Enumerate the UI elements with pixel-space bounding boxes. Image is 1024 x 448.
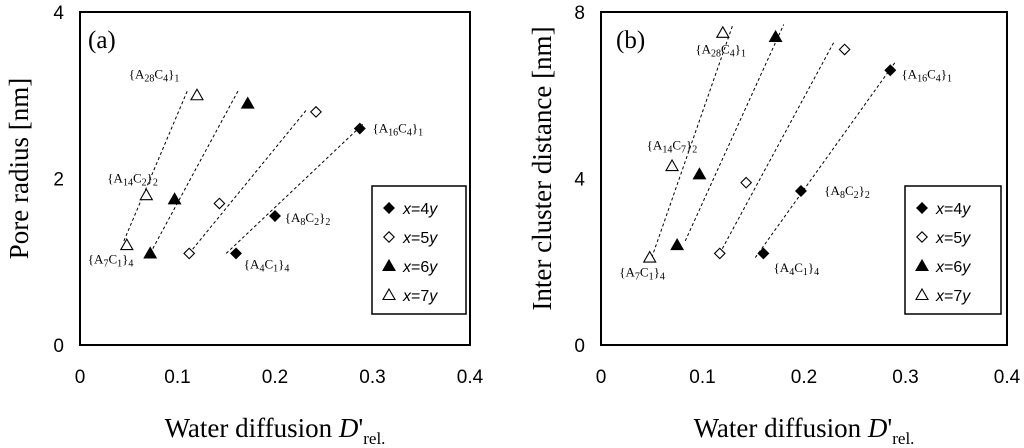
data-point [230,247,242,260]
point-annotation: {A8C2}2 [824,183,870,201]
point-annotation: {A16C4}1 [373,121,424,139]
plot-frame [79,11,471,346]
x-tick-label: 0.4 [457,367,484,388]
fit-line [149,90,239,254]
x-tick-label: 0.3 [359,367,385,388]
fit-line [123,90,188,242]
data-point [740,176,753,189]
data-point [353,122,366,135]
legend-label: x=6y [402,259,438,276]
fit-line [651,24,734,258]
x-axis-label: Water diffusion D'rel. [165,413,386,448]
x-tick-label: 0.2 [791,367,817,388]
data-point [183,247,196,260]
legend-marker [383,202,395,214]
data-point [240,96,255,109]
x-tick-label: 0.1 [164,367,190,388]
x-tick-label: 0 [75,367,86,388]
x-tick-label: 0.3 [892,367,918,388]
legend-label: x=6y [935,259,971,276]
legend-label: x=7y [935,288,971,305]
legend-marker [383,231,395,243]
legend-marker [916,202,928,214]
y-axis-label: Inter cluster distance [nm] [527,26,557,310]
fit-line [684,24,785,242]
data-point [190,88,204,101]
data-point [309,105,322,118]
data-point [139,188,154,201]
point-annotation: {A28C4}1 [695,42,746,60]
x-tick-label: 0 [596,367,607,388]
data-point [213,197,226,210]
point-annotation: {A7C1}4 [619,264,665,282]
legend-label: x=5y [402,230,438,247]
x-axis-label: Water diffusion D'rel. [694,413,915,448]
fit-line [719,40,835,254]
series-x-4y [225,122,366,260]
data-point [269,209,281,222]
data-point [838,43,851,56]
legend-marker [915,287,929,301]
data-point [642,250,657,263]
point-annotation: {A4C1}4 [774,260,820,278]
data-point [143,246,158,259]
y-tick-label: 0 [53,336,64,357]
x-tick-label: 0.2 [262,367,288,388]
legend-label: x=5y [935,230,971,247]
data-point [757,247,770,260]
point-annotation: {A14C2}2 [107,171,158,189]
data-point [713,247,726,260]
y-tick-label: 0 [574,336,585,357]
y-tick-label: 8 [574,3,585,24]
y-tick-label: 4 [574,170,585,191]
point-annotation: {A8C2}2 [285,210,331,228]
data-point [884,64,897,77]
legend-marker [382,258,396,272]
y-tick-label: 2 [53,170,64,191]
data-point [670,237,685,251]
data-point [665,158,679,172]
series-x-4y [754,61,897,260]
series-x-6y [670,24,785,251]
panel-label: (b) [616,27,645,54]
series-x-5y [183,105,322,260]
data-point [715,25,730,38]
data-point [768,29,783,43]
legend-marker [382,287,396,301]
legend-label: x=4y [935,201,971,218]
legend: x=4y x=5y x=6y x=7y [371,185,467,315]
legend-label: x=4y [402,201,438,218]
legend-label: x=7y [402,288,438,305]
series-x-6y [143,90,255,259]
fit-line [188,109,307,254]
data-point [794,185,807,197]
series-x-7y [642,24,734,263]
y-axis-label: Pore radius [nm] [4,78,34,259]
data-point [167,192,182,205]
x-tick-label: 0.4 [994,367,1021,388]
point-annotation: {A16C4}1 [901,67,952,85]
legend-marker [916,231,928,243]
point-annotation: {A4C1}4 [244,256,290,274]
legend: x=4y x=5y x=6y x=7y [904,185,1002,315]
point-annotation: {A28C4}1 [129,67,180,85]
panel-label: (a) [88,27,116,54]
point-annotation: {A7C1}4 [88,251,134,269]
series-x-7y [119,88,204,251]
y-tick-label: 4 [53,3,64,24]
fit-line [225,124,364,254]
point-annotation: {A14C7}2 [647,137,698,155]
fit-line [754,61,896,258]
x-tick-label: 0.1 [689,367,715,388]
legend-marker [915,258,929,272]
data-point [692,167,707,180]
series-x-5y [713,40,851,260]
data-point [119,237,134,251]
plot-frame [600,11,1008,346]
